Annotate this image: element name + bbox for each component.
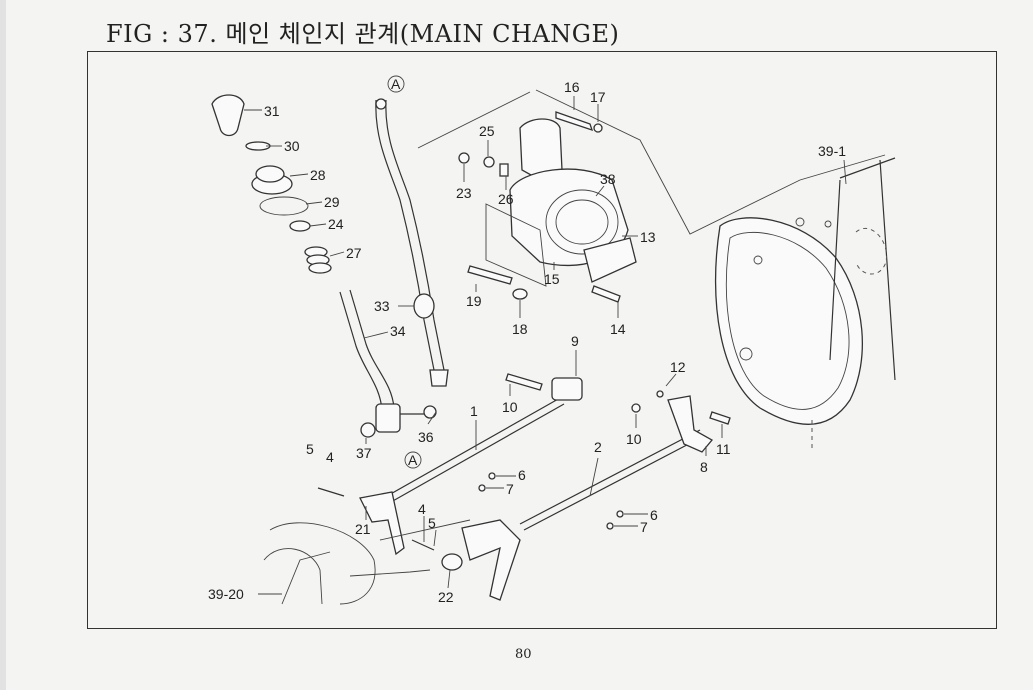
label-14: 14 xyxy=(610,321,626,337)
label-22: 22 xyxy=(438,589,454,605)
label-10-upper: 10 xyxy=(502,399,518,415)
ball-7-lower xyxy=(606,522,614,530)
label-12: 12 xyxy=(670,359,686,375)
scan-edge xyxy=(0,0,6,690)
shift-rod-1 xyxy=(379,373,583,507)
label-7-lower: 7 xyxy=(640,519,648,535)
pin-11 xyxy=(709,411,731,425)
figure-title: FIG : 37. 메인 체인지 관계(MAIN CHANGE) xyxy=(106,20,620,48)
label-5-lower: 5 xyxy=(428,515,436,531)
label-4-upper: 4 xyxy=(326,449,334,465)
leader-lines xyxy=(244,96,847,595)
label-15: 15 xyxy=(544,271,560,287)
ball-7-upper xyxy=(478,484,486,492)
nut-37 xyxy=(360,422,376,438)
label-5-upper: 5 xyxy=(306,441,314,457)
label-6-lower: 6 xyxy=(650,507,658,523)
label-34: 34 xyxy=(390,323,406,339)
gear-lever-assembly xyxy=(211,94,437,438)
label-26: 26 xyxy=(498,191,514,207)
shift-fork-22 xyxy=(461,519,521,601)
page-number: 80 xyxy=(515,647,532,662)
pin-17 xyxy=(593,123,603,133)
bolt-16 xyxy=(555,111,594,132)
label-8: 8 xyxy=(700,459,708,475)
shift-arm-8 xyxy=(667,395,714,453)
label-18: 18 xyxy=(512,321,528,337)
washer-25 xyxy=(483,156,495,168)
label-37: 37 xyxy=(356,445,372,461)
label-39-1: 39-1 xyxy=(818,143,846,159)
label-17: 17 xyxy=(590,89,606,105)
label-6-upper: 6 xyxy=(518,467,526,483)
label-19: 19 xyxy=(466,293,482,309)
pin-6-lower xyxy=(616,510,624,518)
label-36: 36 xyxy=(418,429,434,445)
case-flange xyxy=(714,217,863,426)
label-4-lower: 4 xyxy=(418,501,426,517)
label-24: 24 xyxy=(328,216,344,232)
washer-24 xyxy=(289,220,311,232)
label-10-lower: 10 xyxy=(626,431,642,447)
washer-18 xyxy=(512,288,528,300)
label-11: 11 xyxy=(716,441,731,457)
linkage-rod-33 xyxy=(375,99,435,371)
spring-pin-4-5-lower xyxy=(411,539,435,551)
transmission-housing-39-20 xyxy=(263,519,471,605)
bolt-14 xyxy=(591,285,621,303)
label-16: 16 xyxy=(564,79,580,95)
spring-pin-4-5-upper xyxy=(317,487,345,497)
label-9: 9 xyxy=(571,333,579,349)
spring-27 xyxy=(304,246,332,274)
callout-a-bottom: A xyxy=(404,451,422,469)
part-number-labels: 31 30 28 29 24 27 34 33 36 37 16 17 25 2… xyxy=(208,79,846,605)
shift-housing-assembly xyxy=(417,89,886,303)
label-27: 27 xyxy=(346,245,362,261)
label-28: 28 xyxy=(310,167,326,183)
svg-text:A: A xyxy=(408,452,418,468)
shift-knob xyxy=(211,94,245,137)
bushing-9 xyxy=(551,377,583,401)
label-13: 13 xyxy=(640,229,656,245)
diagram-frame xyxy=(87,51,997,629)
shift-rod-2 xyxy=(519,390,731,531)
label-23: 23 xyxy=(456,185,472,201)
spring-26 xyxy=(499,163,509,177)
label-7-upper: 7 xyxy=(506,481,514,497)
plug-23 xyxy=(458,152,470,164)
label-30: 30 xyxy=(284,138,300,154)
bolt-19 xyxy=(467,265,513,285)
label-33: 33 xyxy=(374,298,390,314)
label-31: 31 xyxy=(264,103,280,119)
label-1: 1 xyxy=(470,403,478,419)
pin-6-upper xyxy=(488,472,496,480)
label-2: 2 xyxy=(594,439,602,455)
linkage-rod-assembly xyxy=(375,98,449,387)
callout-a-top: A xyxy=(387,75,405,93)
bolt-10-upper xyxy=(505,373,543,391)
label-25: 25 xyxy=(479,123,495,139)
bolt-10-lower xyxy=(631,403,641,413)
svg-text:A: A xyxy=(391,76,401,92)
bracket-13 xyxy=(583,237,637,283)
transmission-case xyxy=(714,157,896,448)
label-21: 21 xyxy=(355,521,371,537)
bolt-36 xyxy=(423,405,437,419)
shift-fork-21 xyxy=(359,491,405,556)
label-39-20: 39-20 xyxy=(208,586,244,602)
label-38: 38 xyxy=(600,171,616,187)
pin-12 xyxy=(656,390,664,398)
disk-29 xyxy=(259,196,309,216)
label-29: 29 xyxy=(324,194,340,210)
